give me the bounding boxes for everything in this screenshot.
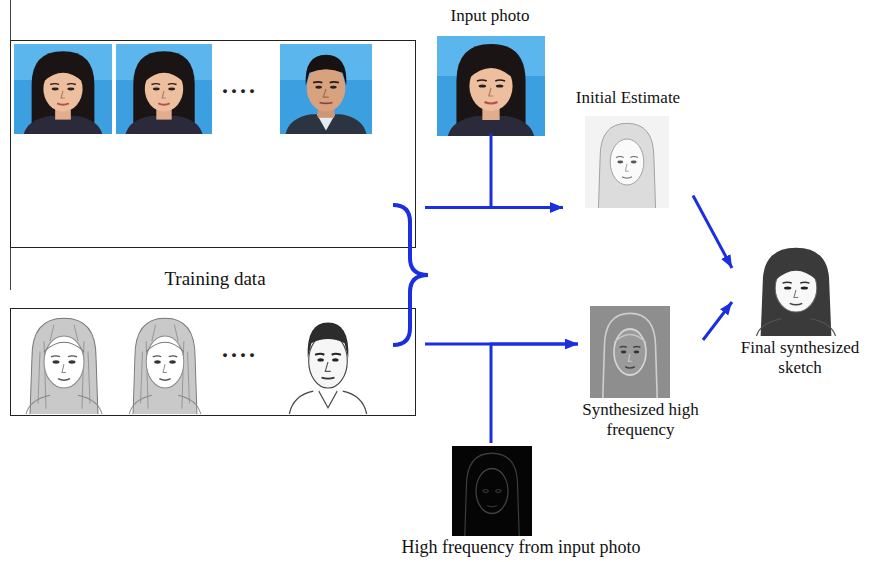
- curly-brace: [393, 205, 428, 345]
- initial-estimate-image: [585, 116, 669, 208]
- ellipsis-mark: ....: [222, 337, 258, 361]
- image-panel: Synthesized high frequency: [578, 304, 703, 439]
- training-sketch: [118, 310, 212, 414]
- node-label: Training data: [10, 268, 420, 290]
- flow-arrow: [491, 344, 578, 443]
- flow-arrow: [703, 302, 732, 340]
- photo-set-box: [11, 41, 416, 248]
- high-frequency-image: [590, 306, 670, 398]
- ellipsis-mark: ....: [222, 73, 258, 97]
- flow-arrow: [425, 206, 563, 209]
- node-label: Final synthesized sketch: [732, 338, 868, 377]
- node-label: Initial Estimate: [563, 88, 693, 108]
- image-panel: Final synthesized sketch: [732, 238, 868, 377]
- training-group: Training data: [10, 40, 425, 415]
- label-holder: Training data: [10, 268, 420, 290]
- input-photo: [437, 36, 545, 136]
- training-photo: [14, 44, 112, 134]
- photo-panel: Input photo: [430, 6, 550, 134]
- node-label: High frequency from input photo: [376, 537, 666, 558]
- training-photo: [280, 44, 372, 134]
- training-sketch: [282, 310, 374, 414]
- flow-arrow: [693, 196, 732, 269]
- image-panel: Initial Estimate: [563, 88, 693, 212]
- input-high-frequency-image: [452, 446, 532, 536]
- flow-arrow: [491, 134, 563, 208]
- final-sketch-image: [744, 240, 848, 336]
- sketch-set-box: [11, 309, 416, 416]
- node-label: Input photo: [430, 6, 550, 26]
- training-photo: [116, 44, 212, 134]
- image-panel: High frequency from input photo: [376, 443, 666, 558]
- node-label: Synthesized high frequency: [578, 400, 703, 439]
- training-sketch: [14, 310, 114, 414]
